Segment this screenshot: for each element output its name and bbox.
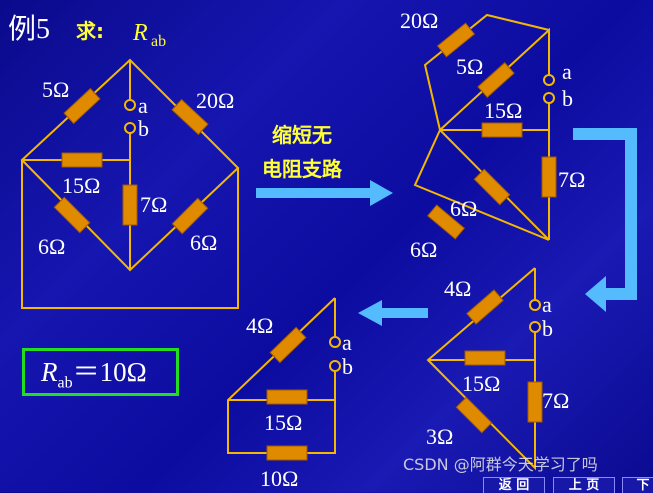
watermark: CSDN @阿群今天学习了吗 (403, 455, 598, 474)
result-sub: ab (57, 374, 73, 392)
label-7: 7Ω (140, 192, 167, 217)
label-15: 15Ω (462, 371, 500, 396)
label-10: 10Ω (260, 466, 298, 491)
terminal-b (329, 360, 341, 372)
terminal-b (529, 321, 541, 333)
label-15: 15Ω (62, 173, 100, 198)
circuit-original: a b 5Ω 20Ω 15Ω 7Ω 6Ω 6Ω (20, 58, 240, 309)
resistor-5 (477, 62, 515, 98)
example-label: 例5 (8, 13, 50, 45)
label-4: 4Ω (246, 313, 273, 338)
next-page-button[interactable]: 下 (622, 477, 653, 493)
resistor-10 (266, 445, 308, 461)
arrow-right-icon (256, 180, 393, 206)
ask-label: 求: (76, 19, 104, 43)
resistor-6-left (53, 196, 91, 234)
resistor-4 (269, 326, 307, 364)
back-button[interactable]: 返 回 (483, 477, 545, 493)
resistor-20 (171, 98, 209, 136)
circuit-final: a b 4Ω 15Ω 10Ω (227, 297, 353, 491)
resistor-7 (122, 184, 138, 226)
resistor-4 (466, 289, 504, 325)
terminal-a (529, 299, 541, 311)
resistor-3 (455, 396, 493, 434)
resistor-15 (61, 152, 103, 168)
terminal-b-label: b (138, 116, 149, 141)
label-5: 5Ω (456, 54, 483, 79)
label-7: 7Ω (558, 167, 585, 192)
terminal-b-label: b (542, 316, 553, 341)
terminal-b (124, 122, 136, 134)
resistor-15 (481, 122, 523, 138)
note-line2: 电阻支路 (262, 157, 343, 181)
terminal-a-label: a (342, 330, 352, 355)
circuit-step2: a b 20Ω 5Ω 15Ω 7Ω 6Ω 6Ω (400, 8, 585, 262)
terminal-a-label: a (562, 59, 572, 84)
arrow-bent-icon (573, 128, 637, 312)
label-7: 7Ω (542, 388, 569, 413)
prev-page-button[interactable]: 上 页 (553, 477, 615, 493)
terminal-b (543, 92, 555, 104)
note-line1: 缩短无 (272, 123, 332, 147)
terminal-a (329, 336, 341, 348)
terminal-b-label: b (562, 86, 573, 111)
label-6-left: 6Ω (38, 234, 65, 259)
resistor-15 (464, 350, 506, 366)
terminal-a (543, 74, 555, 86)
circuit-step3: a b 4Ω 15Ω 7Ω 3Ω (426, 267, 569, 471)
resistor-6-inner (473, 168, 511, 206)
result-value: ＝10Ω (72, 357, 147, 387)
label-20: 20Ω (400, 8, 438, 33)
rab-symbol: R (132, 20, 148, 46)
label-15: 15Ω (264, 410, 302, 435)
rab-subscript: ab (151, 33, 166, 50)
resistor-6-right (171, 197, 209, 235)
arrow-left-icon (358, 300, 428, 326)
terminal-a-label: a (542, 292, 552, 317)
label-6-outer: 6Ω (410, 237, 437, 262)
resistor-6-outer (427, 204, 465, 240)
terminal-a-label: a (138, 93, 148, 118)
label-3: 3Ω (426, 424, 453, 449)
resistor-7 (541, 156, 557, 198)
label-15: 15Ω (484, 98, 522, 123)
resistor-15 (266, 389, 308, 405)
resistor-7 (527, 381, 543, 423)
result-r: R (41, 357, 58, 387)
label-5: 5Ω (42, 77, 69, 102)
resistor-5 (63, 87, 101, 125)
result-box: Rab＝10Ω (22, 348, 179, 396)
label-6-inner: 6Ω (450, 196, 477, 221)
resistor-20 (436, 22, 476, 58)
label-20: 20Ω (196, 88, 234, 113)
label-4: 4Ω (444, 276, 471, 301)
label-6-right: 6Ω (190, 230, 217, 255)
terminal-b-label: b (342, 354, 353, 379)
terminal-a (124, 99, 136, 111)
